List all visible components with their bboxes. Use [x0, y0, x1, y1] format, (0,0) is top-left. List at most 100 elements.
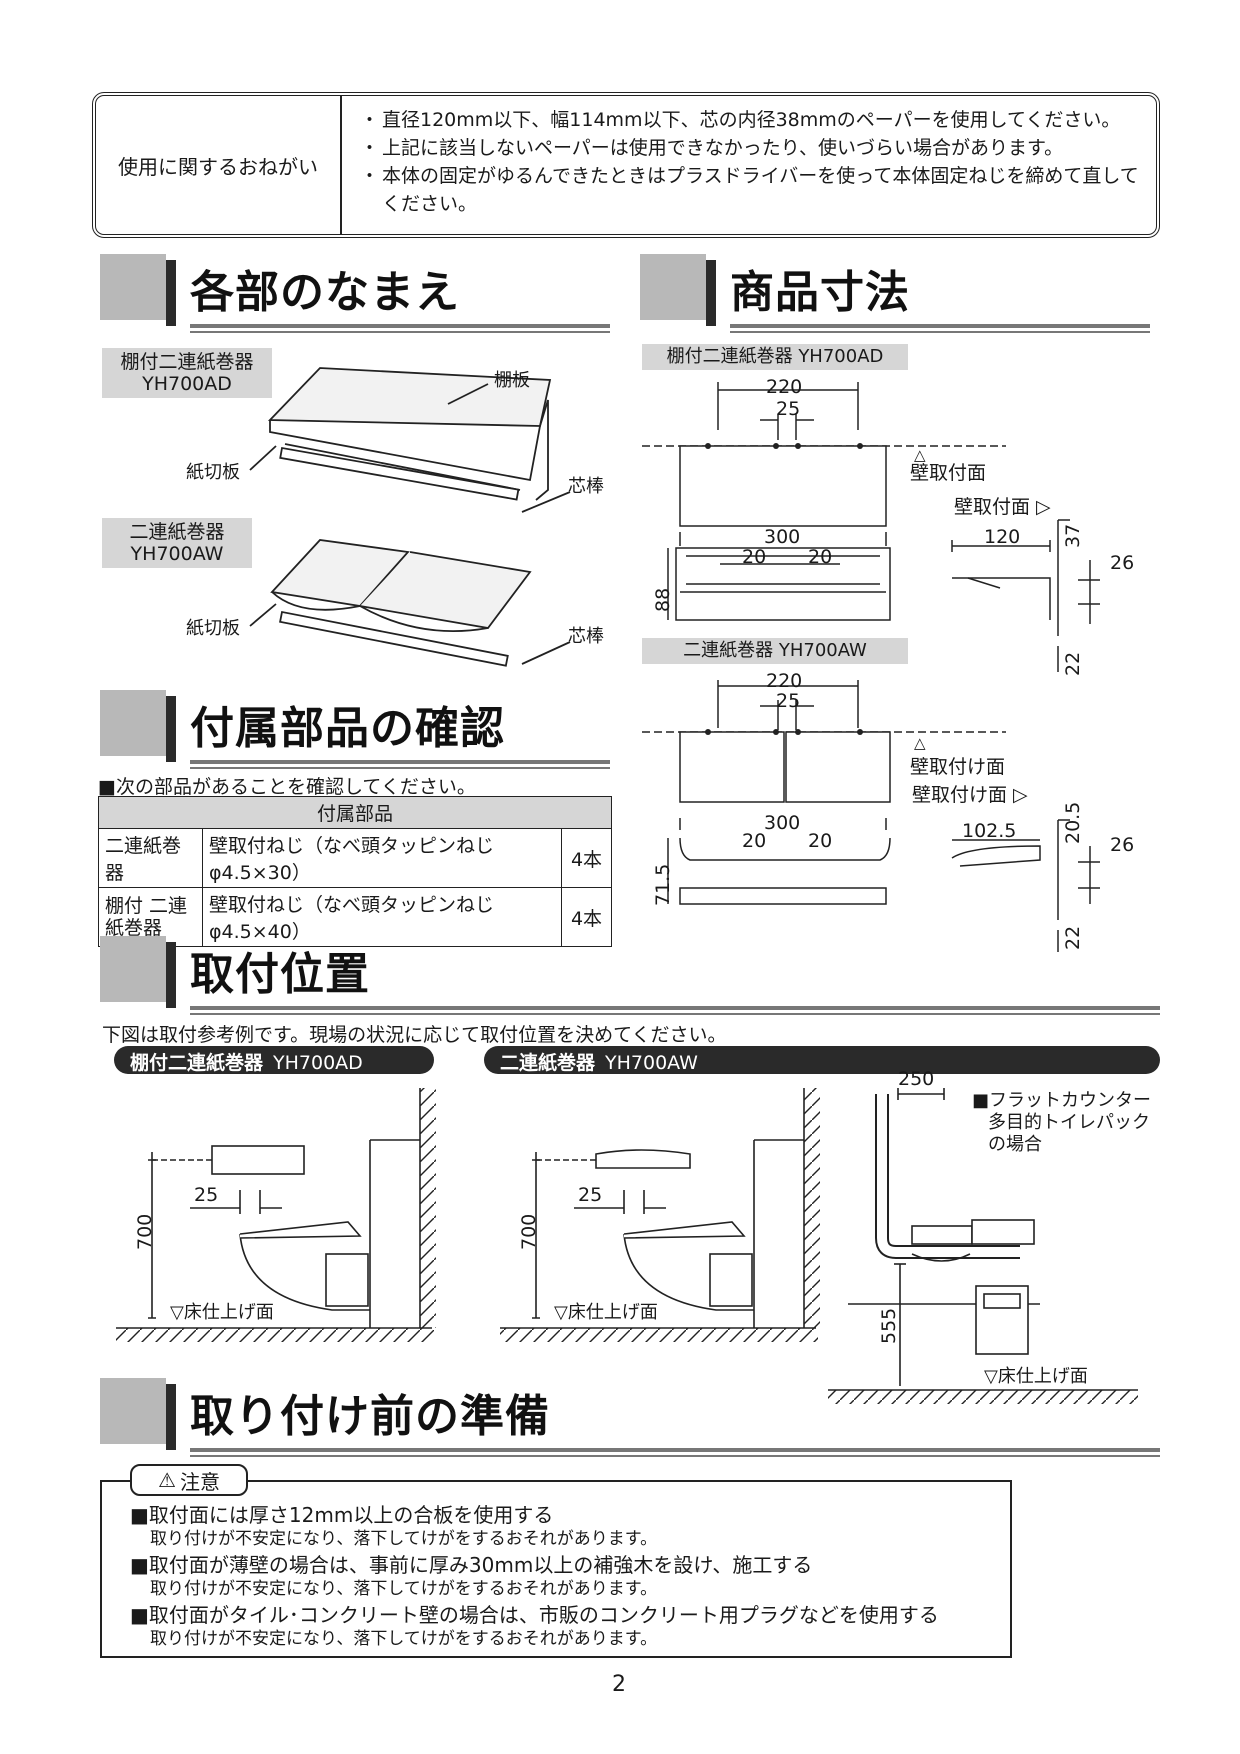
dim-pos-700a: 700 [134, 1213, 156, 1250]
dim-ad-20b: 20 [808, 546, 833, 568]
dim-ad-120: 120 [984, 526, 1021, 548]
label-core-rod: 芯棒 [568, 476, 604, 497]
label-paper-cutter: 紙切板 [186, 462, 240, 483]
dim-ad-20a: 20 [742, 546, 767, 568]
model-tag-line: 棚付二連紙巻器 [120, 351, 254, 373]
flat-counter-note: 多目的トイレパック [988, 1112, 1150, 1133]
warning-icon: ⚠ [158, 1468, 176, 1492]
ad-bottom-view [675, 547, 891, 621]
usage-notice-label: 使用に関するおねがい [96, 96, 342, 234]
dim-ad-26: 26 [1110, 552, 1135, 574]
caution-item-desc: 取り付けが不安定になり、落下してけがをするおそれがあります。 [150, 1579, 658, 1599]
table-header: 付属部品 [98, 796, 612, 829]
caution-item: 取付面が薄壁の場合は、事前に厚み30mm以上の補強木を設け、施工する 取り付けが… [130, 1552, 1000, 1600]
dim-ad-300: 300 [764, 526, 801, 548]
table-row: 二連紙巻器 壁取付ねじ（なべ頭タッピンねじφ4.5×30） 4本 [98, 828, 612, 888]
usage-notice-list: 直径120mm以下、幅114mm以下、芯の内径38mmのペーパーを使用してくださ… [360, 106, 1150, 218]
table-cell-qty: 4本 [561, 828, 612, 888]
dim-pos-25b: 25 [578, 1184, 603, 1206]
label-shelf-board: 棚板 [494, 370, 530, 391]
dim-pos-250: 250 [898, 1068, 935, 1090]
usage-notice-item: 直径120mm以下、幅114mm以下、芯の内径38mmのペーパーを使用してくださ… [360, 106, 1150, 134]
dim-ad-wall-face-side: 壁取付面 ▷ [954, 496, 1051, 518]
flat-counter-note: の場合 [988, 1134, 1042, 1155]
usage-notice-item: 本体の固定がゆるんできたときはプラスドライバーを使って本体固定ねじを締めて直して… [360, 162, 1150, 218]
dim-aw-300: 300 [764, 812, 801, 834]
floor-label-c: ▽床仕上げ面 [984, 1366, 1088, 1387]
ad-mounted-holder [211, 1145, 305, 1175]
shelf-board-drawing [267, 367, 552, 427]
usage-notice-box: 使用に関するおねがい 直径120mm以下、幅114mm以下、芯の内径38mmのペ… [92, 92, 1160, 238]
table-cell-part: 壁取付ねじ（なべ頭タッピンねじφ4.5×40） [202, 887, 562, 947]
section-title: 付属部品の確認 [190, 703, 505, 754]
pill-aw: 二連紙巻器 YH700AW [484, 1046, 1160, 1074]
label-paper-cutter-aw: 紙切板 [186, 618, 240, 639]
pill-ad: 棚付二連紙巻器 YH700AD [114, 1046, 434, 1074]
dim-aw-220: 220 [766, 670, 803, 692]
model-tag-aw: 二連紙巻器 YH700AW [102, 518, 252, 568]
caution-item-desc: 取り付けが不安定になり、落下してけがをするおそれがあります。 [150, 1529, 658, 1549]
caution-item-head: 取付面には厚さ12mm以上の合板を使用する [130, 1502, 1000, 1528]
wall-face-marker-aw: △ [914, 734, 926, 752]
table-row: 棚付 二連紙巻器 壁取付ねじ（なべ頭タッピンねじφ4.5×40） 4本 [98, 887, 612, 947]
section-heading-accessories: 付属部品の確認 [100, 690, 610, 770]
usage-notice-item: 上記に該当しないペーパーは使用できなかったり、使いづらい場合があります。 [360, 134, 1150, 162]
table-cell-qty: 4本 [561, 887, 612, 947]
model-tag-ad: 棚付二連紙巻器 YH700AD [102, 348, 272, 398]
ad-front-view [679, 445, 887, 527]
accessories-table: 付属部品 二連紙巻器 壁取付ねじ（なべ頭タッピンねじφ4.5×30） 4本 棚付… [98, 796, 612, 947]
model-tag-line: YH700AD [142, 373, 232, 395]
paper-cutter-left-drawing [270, 539, 410, 607]
caution-list: 取付面には厚さ12mm以上の合板を使用する 取り付けが不安定になり、落下してけが… [130, 1502, 1000, 1652]
accessories-intro: ■次の部品があることを確認してください。 [98, 776, 476, 798]
pill-title: 二連紙巻器 [500, 1052, 596, 1074]
caution-tag-label: 注意 [179, 1469, 220, 1494]
flat-counter-note: ■フラットカウンター [972, 1090, 1152, 1111]
flat-counter-holder [911, 1225, 973, 1245]
dim-aw-20a: 20 [742, 830, 767, 852]
dim-aw-wall-face: 壁取付け面 [910, 756, 1006, 778]
pill-model: YH700AW [605, 1052, 698, 1074]
dim-ad-25: 25 [776, 398, 801, 420]
section-title: 各部のなまえ [190, 267, 460, 318]
section-heading-dimensions: 商品寸法 [640, 254, 1150, 334]
dim-aw-102-5: 102.5 [962, 820, 1017, 842]
section-title: 商品寸法 [730, 267, 910, 318]
section-heading-preparation: 取り付け前の準備 [100, 1378, 1160, 1458]
core-rod-aw-drawing [279, 610, 509, 667]
dim-pos-555: 555 [878, 1307, 900, 1344]
pill-model: YH700AD [273, 1052, 363, 1074]
caution-item: 取付面がタイル･コンクリート壁の場合は、市販のコンクリート用プラグなどを使用する… [130, 1602, 1000, 1650]
dimension-tag-ad: 棚付二連紙巻器 YH700AD [642, 344, 908, 370]
section-title: 取付位置 [190, 949, 370, 1000]
caution-box [100, 1480, 1012, 1658]
dim-aw-20b: 20 [808, 830, 833, 852]
label-core-rod-aw: 芯棒 [568, 626, 604, 647]
section-heading-parts-names: 各部のなまえ [100, 254, 610, 334]
caution-tag: ⚠ 注意 [130, 1464, 248, 1496]
dim-ad-220: 220 [766, 376, 803, 398]
section-title: 取り付け前の準備 [190, 1391, 550, 1442]
model-tag-line: YH700AW [130, 543, 224, 565]
dim-aw-26: 26 [1110, 834, 1135, 856]
dim-pos-25a: 25 [194, 1184, 219, 1206]
dim-aw-25: 25 [776, 690, 801, 712]
aw-front-right [785, 731, 891, 803]
caution-item-head: 取付面が薄壁の場合は、事前に厚み30mm以上の補強木を設け、施工する [130, 1552, 1000, 1578]
pill-title: 棚付二連紙巻器 [130, 1052, 264, 1074]
dim-pos-700b: 700 [518, 1213, 540, 1250]
floor-label-b: ▽床仕上げ面 [554, 1302, 658, 1323]
caution-item-head: 取付面がタイル･コンクリート壁の場合は、市販のコンクリート用プラグなどを使用する [130, 1602, 1000, 1628]
aw-bottom-view [679, 887, 887, 905]
section-heading-position: 取付位置 [100, 936, 1160, 1016]
aw-front-left [679, 731, 785, 803]
paper-cutter-right-drawing [359, 551, 532, 629]
table-header-row: 付属部品 [98, 796, 612, 829]
dim-ad-wall-face: 壁取付面 [910, 462, 987, 484]
caution-item-desc: 取り付けが不安定になり、落下してけがをするおそれがあります。 [150, 1629, 658, 1649]
table-cell-model: 二連紙巻器 [98, 828, 203, 888]
dim-aw-wall-face-side: 壁取付け面 ▷ [912, 784, 1028, 806]
